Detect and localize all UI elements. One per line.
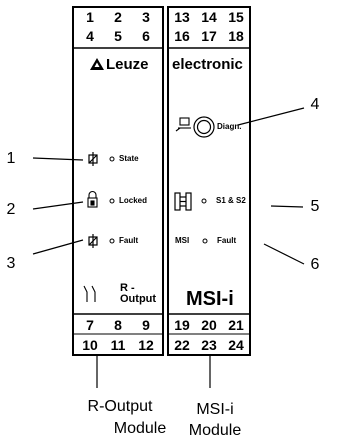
right-module-outline — [167, 6, 251, 356]
callout-6: 6 — [310, 256, 320, 273]
caption-right-line2: Module — [188, 422, 242, 439]
s1s2-led — [201, 198, 207, 204]
output-contact-icon — [83, 285, 96, 302]
callout-5: 5 — [310, 198, 320, 215]
terminal-18: 18 — [228, 28, 244, 44]
terminal-2: 2 — [114, 9, 122, 25]
fault-label-right: Fault — [217, 236, 237, 245]
terminal-19: 19 — [174, 317, 190, 333]
msi-label: MSI — [175, 236, 190, 245]
diagn-label: Diagn. — [217, 122, 242, 131]
terminal-16: 16 — [174, 28, 190, 44]
terminal-10: 10 — [82, 337, 98, 353]
relay-contact-icon — [88, 234, 98, 248]
callout-line-1 — [32, 157, 84, 161]
terminal-14: 14 — [201, 9, 217, 25]
caption-left-line1: R-Output — [87, 398, 153, 415]
r-output-label-line1: R - — [120, 282, 135, 294]
pc-connection-icon — [175, 117, 191, 132]
msi-i-name: MSI-i — [186, 288, 234, 310]
terminal-7: 7 — [86, 317, 94, 333]
terminal-20: 20 — [201, 317, 217, 333]
callout-2: 2 — [6, 201, 16, 218]
terminal-22: 22 — [174, 337, 190, 353]
r-output-label-line2: Output — [120, 293, 157, 305]
diagnostic-port-icon — [193, 116, 215, 138]
terminal-5: 5 — [114, 28, 122, 44]
relay-contact-icon — [88, 152, 98, 166]
terminal-1: 1 — [86, 9, 94, 25]
terminal-15: 15 — [228, 9, 244, 25]
sensor-barrier-icon — [174, 192, 192, 211]
fault-label-left: Fault — [119, 236, 139, 245]
callout-4: 4 — [310, 96, 320, 113]
locked-label: Locked — [119, 196, 148, 205]
brand-electronic: electronic — [172, 56, 243, 73]
s1s2-label: S1 & S2 — [216, 196, 246, 205]
callout-1: 1 — [6, 150, 16, 167]
terminal-12: 12 — [138, 337, 154, 353]
terminal-24: 24 — [228, 337, 244, 353]
fault-led-right — [202, 238, 208, 244]
terminal-11: 11 — [110, 337, 126, 353]
terminal-9: 9 — [142, 317, 150, 333]
callout-line-6 — [263, 243, 305, 265]
callout-3: 3 — [6, 255, 16, 272]
state-led — [109, 156, 115, 162]
fault-led-left — [109, 238, 115, 244]
caption-left-line2: Module — [113, 420, 167, 437]
callout-line-2 — [32, 201, 84, 210]
terminal-3: 3 — [142, 9, 150, 25]
caption-right-line1: MSI-i — [196, 401, 234, 418]
brand-leuze: Leuze — [106, 56, 149, 73]
terminal-23: 23 — [201, 337, 217, 353]
callout-line-3 — [32, 239, 84, 255]
terminal-8: 8 — [114, 317, 122, 333]
terminal-6: 6 — [142, 28, 150, 44]
leuze-logo-icon — [90, 58, 104, 70]
terminal-13: 13 — [174, 9, 190, 25]
callout-line-4 — [237, 107, 305, 126]
state-label: State — [119, 154, 139, 163]
callout-line-5 — [270, 205, 304, 208]
terminal-21: 21 — [228, 317, 244, 333]
lock-icon — [87, 190, 98, 208]
left-module-outline — [72, 6, 164, 356]
terminal-17: 17 — [201, 28, 217, 44]
locked-led — [109, 198, 115, 204]
terminal-4: 4 — [86, 28, 94, 44]
